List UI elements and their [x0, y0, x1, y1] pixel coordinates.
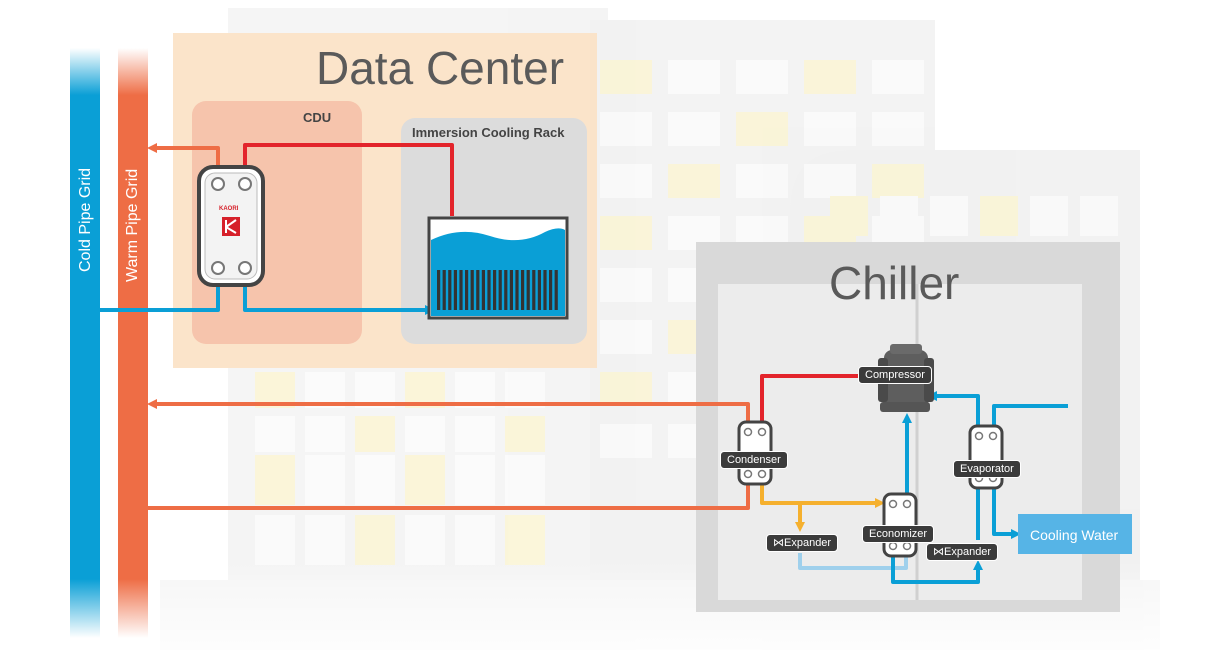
window-7	[736, 112, 788, 146]
warm-pipe	[118, 48, 148, 638]
server-blade	[481, 270, 485, 310]
window-65	[305, 515, 345, 565]
expander-left-label: ⋈Expander	[766, 534, 839, 552]
server-blade	[554, 270, 558, 310]
server-blade	[504, 270, 508, 310]
server-blade	[448, 270, 452, 310]
window-4	[872, 60, 924, 94]
window-12	[736, 164, 788, 198]
window-64	[255, 515, 295, 565]
cold-pipe-label: Cold Pipe Grid	[77, 167, 94, 272]
window-60	[355, 455, 395, 505]
server-blade	[526, 270, 530, 310]
server-blade	[532, 270, 536, 310]
window-45	[1080, 196, 1118, 236]
server-blade	[459, 270, 463, 310]
window-11	[668, 164, 720, 198]
cdu-title: CDU	[303, 110, 332, 125]
window-10	[600, 164, 652, 198]
window-41	[880, 196, 918, 236]
server-blade	[537, 270, 541, 310]
server-blade	[470, 270, 474, 310]
server-blade	[498, 270, 502, 310]
server-blade	[543, 270, 547, 310]
window-67	[405, 515, 445, 565]
window-9	[872, 112, 924, 146]
window-8	[804, 112, 856, 146]
cooling-water-label: Cooling Water	[1030, 527, 1119, 543]
window-15	[600, 216, 652, 250]
window-56	[455, 416, 495, 452]
expander-right-label: ⋈Expander	[926, 543, 999, 561]
window-1	[668, 60, 720, 94]
window-62	[455, 455, 495, 505]
window-57	[505, 416, 545, 452]
server-blade	[487, 270, 491, 310]
window-55	[405, 416, 445, 452]
window-59	[305, 455, 345, 505]
window-0	[600, 60, 652, 94]
server-blade	[465, 270, 469, 310]
data-center-title: Data Center	[316, 42, 565, 94]
window-14	[872, 164, 924, 198]
window-58	[255, 455, 295, 505]
immersion-tank	[427, 216, 569, 320]
window-25	[600, 320, 652, 354]
cdu-heat-exchanger	[197, 165, 265, 287]
warm-pipe-label: Warm Pipe Grid	[124, 168, 141, 282]
window-6	[668, 112, 720, 146]
rack-title: Immersion Cooling Rack	[412, 125, 565, 140]
economizer-label: Economizer	[862, 525, 935, 543]
window-63	[505, 455, 545, 505]
window-20	[600, 268, 652, 302]
server-blade	[453, 270, 457, 310]
server-blade	[515, 270, 519, 310]
window-61	[405, 455, 445, 505]
window-68	[455, 515, 495, 565]
window-30	[600, 372, 652, 406]
window-53	[305, 416, 345, 452]
cdu-brand: KAORI	[219, 206, 239, 212]
window-40	[830, 196, 868, 236]
server-blade	[442, 270, 446, 310]
window-69	[505, 515, 545, 565]
server-blade	[509, 270, 513, 310]
cooling-water-box	[1018, 514, 1132, 554]
condenser-label: Condenser	[720, 451, 788, 469]
server-blade	[549, 270, 553, 310]
compressor-label: Compressor	[858, 366, 932, 384]
server-blade	[476, 270, 480, 310]
chiller-title: Chiller	[829, 257, 960, 309]
window-2	[736, 60, 788, 94]
server-blades	[437, 270, 558, 310]
window-43	[980, 196, 1018, 236]
window-66	[355, 515, 395, 565]
window-5	[600, 112, 652, 146]
server-blade	[521, 270, 525, 310]
window-42	[930, 196, 968, 236]
evaporator-label: Evaporator	[953, 460, 1021, 478]
server-blade	[437, 270, 441, 310]
window-3	[804, 60, 856, 94]
window-54	[355, 416, 395, 452]
evaporator-unit	[968, 424, 1004, 490]
window-35	[600, 424, 652, 458]
window-13	[804, 164, 856, 198]
window-52	[255, 416, 295, 452]
server-blade	[493, 270, 497, 310]
window-44	[1030, 196, 1068, 236]
cold-pipe	[70, 48, 100, 638]
